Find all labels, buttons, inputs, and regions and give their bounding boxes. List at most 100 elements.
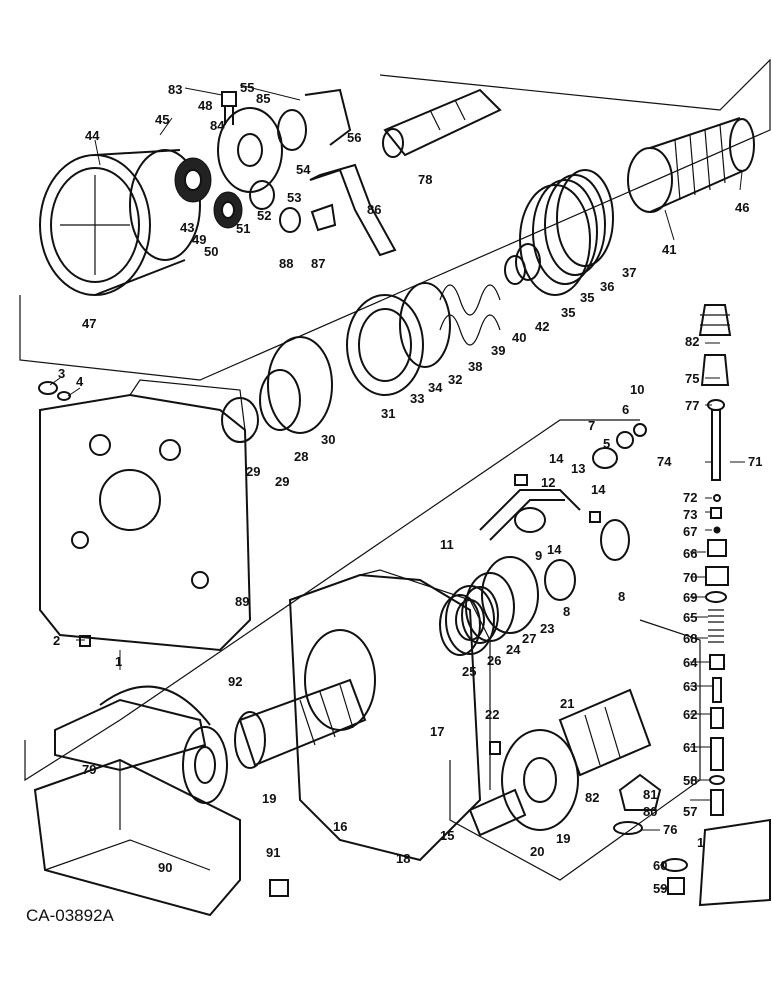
callout-1a: 1 [115, 654, 122, 669]
callout-3: 3 [58, 366, 65, 381]
callout-48: 48 [198, 98, 212, 113]
callout-78: 78 [418, 172, 432, 187]
callout-55: 55 [240, 80, 254, 95]
drawing-id: CA-03892A [26, 906, 115, 925]
callout-75: 75 [685, 371, 699, 386]
callout-30: 30 [321, 432, 335, 447]
callout-61: 61 [683, 740, 697, 755]
callout-81: 81 [643, 787, 657, 802]
callout-69: 69 [683, 590, 697, 605]
callout-17: 17 [430, 724, 444, 739]
callout-52: 52 [257, 208, 271, 223]
callout-28: 28 [294, 449, 308, 464]
callout-22: 22 [485, 707, 499, 722]
valve-stack [613, 304, 771, 907]
callout-79: 79 [82, 762, 96, 777]
callout-71: 71 [748, 454, 762, 469]
callout-29a: 29 [246, 464, 260, 479]
clutch-pack [504, 169, 614, 296]
callout-34: 34 [428, 380, 443, 395]
group-outline-upper [19, 58, 771, 782]
callout-56: 56 [347, 130, 361, 145]
callout-14c: 14 [547, 542, 562, 557]
bearing-stack [445, 556, 539, 655]
callout-32: 32 [448, 372, 462, 387]
callout-23: 23 [540, 621, 554, 636]
callout-64: 64 [683, 655, 698, 670]
callout-70: 70 [683, 570, 697, 585]
callout-38: 38 [468, 359, 482, 374]
callout-46: 46 [735, 200, 749, 215]
callout-16: 16 [333, 819, 347, 834]
callout-27: 27 [522, 631, 536, 646]
pipe-assembly [279, 163, 397, 257]
callout-63: 63 [683, 679, 697, 694]
callout-87: 87 [311, 256, 325, 271]
guard-90 [33, 758, 289, 917]
callout-24: 24 [506, 642, 521, 657]
callout-19b: 19 [556, 831, 570, 846]
callout-20: 20 [530, 844, 544, 859]
callout-91: 91 [266, 845, 280, 860]
callout-35a: 35 [580, 290, 594, 305]
callout-labels: 83 55 48 85 84 45 44 56 78 54 53 52 86 4… [53, 80, 762, 896]
callout-82b: 82 [585, 790, 599, 805]
callout-9: 9 [535, 548, 542, 563]
oil-pump-assembly [174, 88, 352, 229]
callout-10: 10 [630, 382, 644, 397]
callout-1b: 1 [697, 835, 704, 850]
callout-59: 59 [653, 881, 667, 896]
callout-12: 12 [541, 475, 555, 490]
piston-spring-stack [221, 282, 501, 443]
callout-21: 21 [560, 696, 574, 711]
callout-53: 53 [287, 190, 301, 205]
callout-80: 80 [643, 804, 657, 819]
planetary-housing [39, 149, 201, 296]
callout-92: 92 [228, 674, 242, 689]
callout-8b: 8 [563, 604, 570, 619]
output-shaft [627, 117, 755, 213]
callout-29b: 29 [275, 474, 289, 489]
callout-54: 54 [296, 162, 311, 177]
callout-60: 60 [653, 858, 667, 873]
callout-36: 36 [600, 279, 614, 294]
valve-tube-assembly [479, 423, 647, 601]
callout-19a: 19 [262, 791, 276, 806]
callout-82a: 82 [685, 334, 699, 349]
callout-74: 74 [657, 454, 672, 469]
callout-26: 26 [487, 653, 501, 668]
callout-15: 15 [440, 828, 454, 843]
callout-58: 58 [683, 773, 697, 788]
callout-2: 2 [53, 633, 60, 648]
callout-40: 40 [512, 330, 526, 345]
output-flange [468, 688, 652, 837]
callout-66: 66 [683, 546, 697, 561]
callout-37: 37 [622, 265, 636, 280]
callout-4: 4 [76, 374, 84, 389]
callout-51: 51 [236, 221, 250, 236]
callout-73: 73 [683, 507, 697, 522]
callout-25: 25 [462, 664, 476, 679]
callout-35b: 35 [561, 305, 575, 320]
callout-43: 43 [180, 220, 194, 235]
callout-11: 11 [440, 537, 454, 552]
callout-90: 90 [158, 860, 172, 875]
callout-31: 31 [381, 406, 395, 421]
callout-7: 7 [588, 418, 595, 433]
callout-65: 65 [683, 610, 697, 625]
callout-14b: 14 [591, 482, 606, 497]
callout-14a: 14 [549, 451, 564, 466]
callout-68: 68 [683, 631, 697, 646]
callout-86: 86 [367, 202, 381, 217]
callout-42: 42 [535, 319, 549, 334]
callout-67: 67 [683, 524, 697, 539]
callout-13: 13 [571, 461, 585, 476]
callout-49: 49 [192, 232, 206, 247]
callout-84: 84 [210, 118, 225, 133]
shield-79 [54, 685, 211, 772]
callout-72: 72 [683, 490, 697, 505]
group-outline-lower-right [449, 619, 701, 881]
callout-44: 44 [85, 128, 100, 143]
callout-5: 5 [603, 436, 610, 451]
leader-lines [49, 84, 745, 889]
